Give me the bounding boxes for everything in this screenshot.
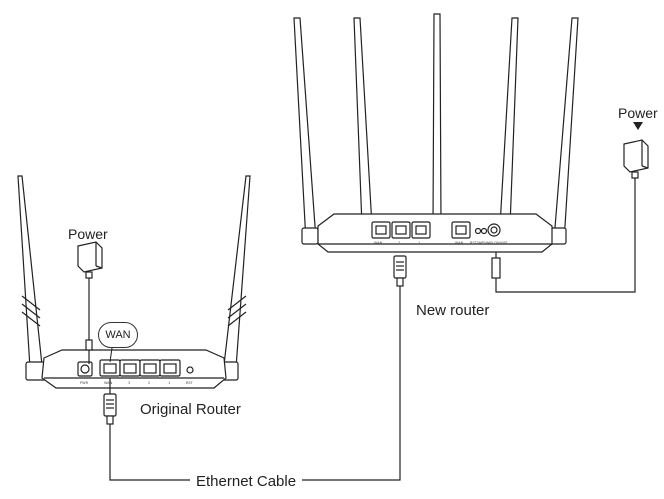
new-router-antenna-4	[499, 17, 519, 227]
original-router-right-antenna	[217, 175, 251, 381]
new-router-antenna-1	[293, 17, 319, 245]
power-label-original: Power	[68, 226, 108, 242]
port-label-3: 3	[128, 381, 130, 385]
new-port-label-1: 1	[418, 241, 420, 245]
port-label-2: 2	[148, 381, 150, 385]
new-port-label-wan2: WAN	[455, 241, 464, 245]
original-router-left-antenna	[17, 175, 47, 381]
new-router-antenna-5	[549, 17, 579, 245]
new-port-label-wan: WAN	[374, 241, 383, 245]
new-power-adapter	[491, 139, 649, 293]
power-label-new: Power	[618, 105, 658, 121]
port-label-1: 1	[168, 381, 170, 385]
port-label-pwr: PWR	[80, 381, 89, 385]
arrow-down-icon	[633, 122, 643, 130]
new-router-antenna-2	[353, 17, 373, 227]
original-router-port-labels: PWR WAN 3 2 1 RST	[80, 381, 194, 385]
new-router-label: New router	[416, 302, 490, 319]
original-router-ports	[77, 359, 194, 377]
wan-callout-line	[109, 347, 113, 363]
new-router-ports	[371, 221, 501, 239]
new-port-label-rst: RST/WPS	[470, 241, 487, 245]
original-router-label: Original Router	[140, 401, 241, 418]
wan-callout: WAN	[98, 322, 138, 348]
new-port-label-2: 2	[398, 241, 400, 245]
new-router-antenna-3	[432, 13, 442, 227]
new-router-body	[317, 213, 553, 253]
new-port-label-wifi: WiFi ON/OFF	[486, 241, 508, 245]
original-power-adapter	[77, 241, 103, 364]
new-router	[293, 13, 579, 253]
port-label-rst: RST	[186, 381, 194, 385]
new-router-port-labels: WAN 2 1 WAN RST/WPS WiFi ON/OFF	[374, 241, 508, 245]
ethernet-cable-label: Ethernet Cable	[190, 474, 303, 489]
original-router	[17, 175, 251, 389]
port-label-wan: WAN	[104, 381, 113, 385]
